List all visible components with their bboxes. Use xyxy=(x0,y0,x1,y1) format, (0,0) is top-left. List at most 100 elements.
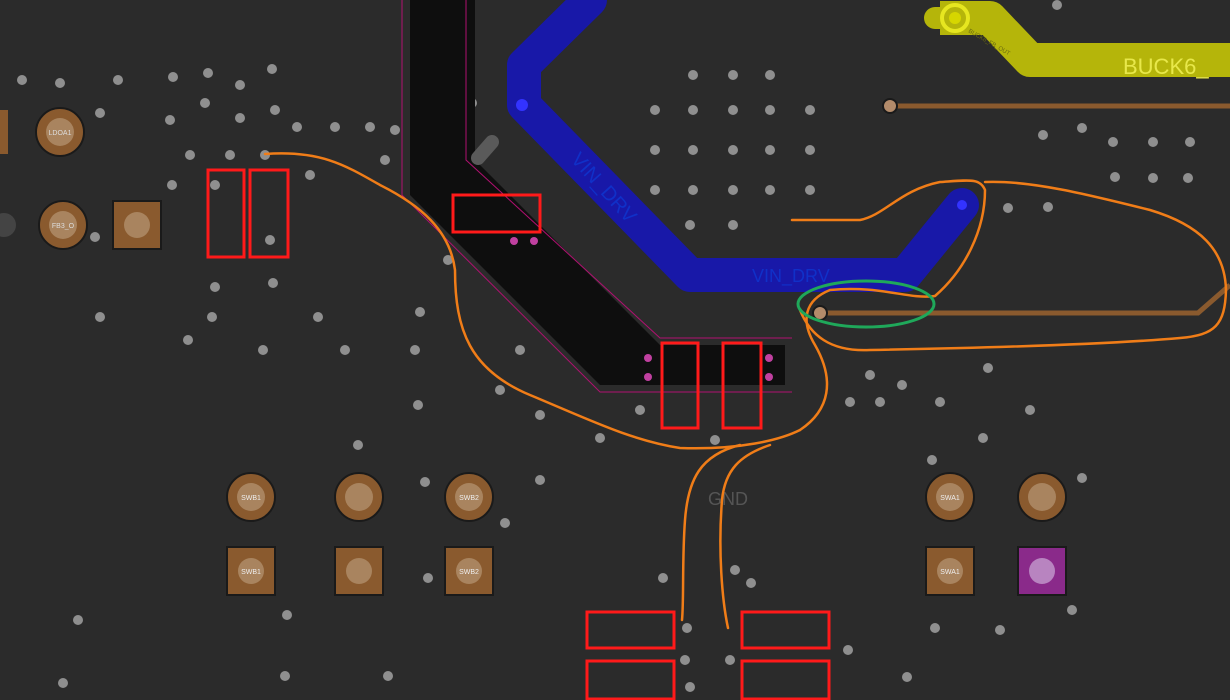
via-dot xyxy=(902,672,912,682)
pad-round-mid[interactable] xyxy=(334,472,384,522)
black-trace-via xyxy=(765,354,773,362)
via-dot xyxy=(927,455,937,465)
pad-purple-square[interactable] xyxy=(1017,546,1067,596)
pad-swa1-round-label: SWA1 xyxy=(940,495,960,502)
black-trace-via xyxy=(644,354,652,362)
via-dot xyxy=(95,108,105,118)
via-dot xyxy=(535,410,545,420)
via-dot xyxy=(200,98,210,108)
gnd-label: GND xyxy=(708,489,748,509)
via-dot xyxy=(330,122,340,132)
red-box xyxy=(585,659,676,700)
via-dot xyxy=(270,105,280,115)
via-dot xyxy=(983,363,993,373)
pad-partial xyxy=(0,110,8,154)
via-dot xyxy=(1077,473,1087,483)
via-dot xyxy=(865,370,875,380)
via-dot xyxy=(380,155,390,165)
red-box xyxy=(248,168,290,259)
via-dot xyxy=(210,180,220,190)
pad-swb2-round[interactable]: SWB2 xyxy=(444,472,494,522)
pad-square-mid[interactable] xyxy=(334,546,384,596)
red-box xyxy=(206,168,246,259)
vin-drv-via xyxy=(516,99,528,111)
via-dot xyxy=(897,380,907,390)
via-dot xyxy=(650,145,660,155)
pad-swb1-round[interactable]: SWB1 xyxy=(226,472,276,522)
pad-swb2-round-label: SWB2 xyxy=(459,495,479,502)
vin-drv-trace-body xyxy=(507,0,979,292)
via-dot xyxy=(55,78,65,88)
via-dot xyxy=(728,185,738,195)
via-dot xyxy=(390,125,400,135)
via-dot xyxy=(688,145,698,155)
via-dot xyxy=(658,573,668,583)
red-box xyxy=(740,610,831,650)
vin-drv-via xyxy=(957,200,967,210)
via-dot xyxy=(1185,137,1195,147)
via-dot xyxy=(765,145,775,155)
pad-square-1[interactable] xyxy=(112,200,162,250)
via-dot xyxy=(595,433,605,443)
via-dot xyxy=(730,565,740,575)
via-dot xyxy=(282,610,292,620)
via-dot xyxy=(17,75,27,85)
via-dot xyxy=(1043,202,1053,212)
via-dot xyxy=(680,655,690,665)
via-dot xyxy=(365,122,375,132)
via-dot xyxy=(1148,173,1158,183)
via-dot xyxy=(1110,172,1120,182)
via-dot xyxy=(268,278,278,288)
via-dot xyxy=(765,185,775,195)
pad-ldoa1[interactable]: LDOA1 xyxy=(35,107,85,157)
via-grid xyxy=(17,0,1195,692)
via-dot xyxy=(1052,0,1062,10)
via-dot xyxy=(423,573,433,583)
via-dot xyxy=(1067,605,1077,615)
via-dot xyxy=(495,385,505,395)
pad-swb2-square[interactable]: SWB2 xyxy=(444,546,494,596)
orange-line-down-right xyxy=(719,443,772,630)
via-dot xyxy=(1108,137,1118,147)
orange-line-down-left xyxy=(680,443,742,622)
via-dot xyxy=(845,397,855,407)
orange-loop-center xyxy=(790,179,987,432)
via-dot xyxy=(728,105,738,115)
via-dot xyxy=(203,68,213,78)
black-trace[interactable] xyxy=(401,0,792,393)
black-trace-artifact xyxy=(471,135,499,165)
via-dot xyxy=(765,70,775,80)
pad-swa1-square[interactable]: SWA1 xyxy=(925,546,975,596)
brown-trace-lower xyxy=(820,283,1230,316)
via-dot xyxy=(710,435,720,445)
black-trace-outline-outer xyxy=(401,0,792,393)
via-dot xyxy=(1038,130,1048,140)
via-dot xyxy=(805,145,815,155)
via-dot xyxy=(225,150,235,160)
pad-round-right[interactable] xyxy=(1017,472,1067,522)
via-dot xyxy=(682,623,692,633)
via-dot xyxy=(113,75,123,85)
via-dot xyxy=(725,655,735,665)
black-trace-outline-inner xyxy=(465,0,792,339)
via-dot xyxy=(685,220,695,230)
pad-fb3[interactable]: FB3_O xyxy=(38,200,88,250)
via-dot xyxy=(685,682,695,692)
buck6-label: BUCK6_ xyxy=(1123,54,1209,79)
via-dot xyxy=(746,578,756,588)
via-dot xyxy=(1077,123,1087,133)
buck6-via xyxy=(949,12,961,24)
via-dot xyxy=(410,345,420,355)
via-dot xyxy=(535,475,545,485)
buck6-via-ring xyxy=(940,3,970,33)
via-dot xyxy=(765,105,775,115)
pad-swb1-square[interactable]: SWB1 xyxy=(226,546,276,596)
pad-swa1-round[interactable]: SWA1 xyxy=(925,472,975,522)
via-dot xyxy=(443,255,453,265)
via-dot xyxy=(305,170,315,180)
green-ellipse-annotation xyxy=(796,279,936,329)
buck6-trace[interactable]: BUCK6_ BUCK6_FB_OUT xyxy=(924,1,1230,79)
pad-ldoa1-label: LDOA1 xyxy=(49,130,72,137)
black-trace-body xyxy=(410,0,785,385)
